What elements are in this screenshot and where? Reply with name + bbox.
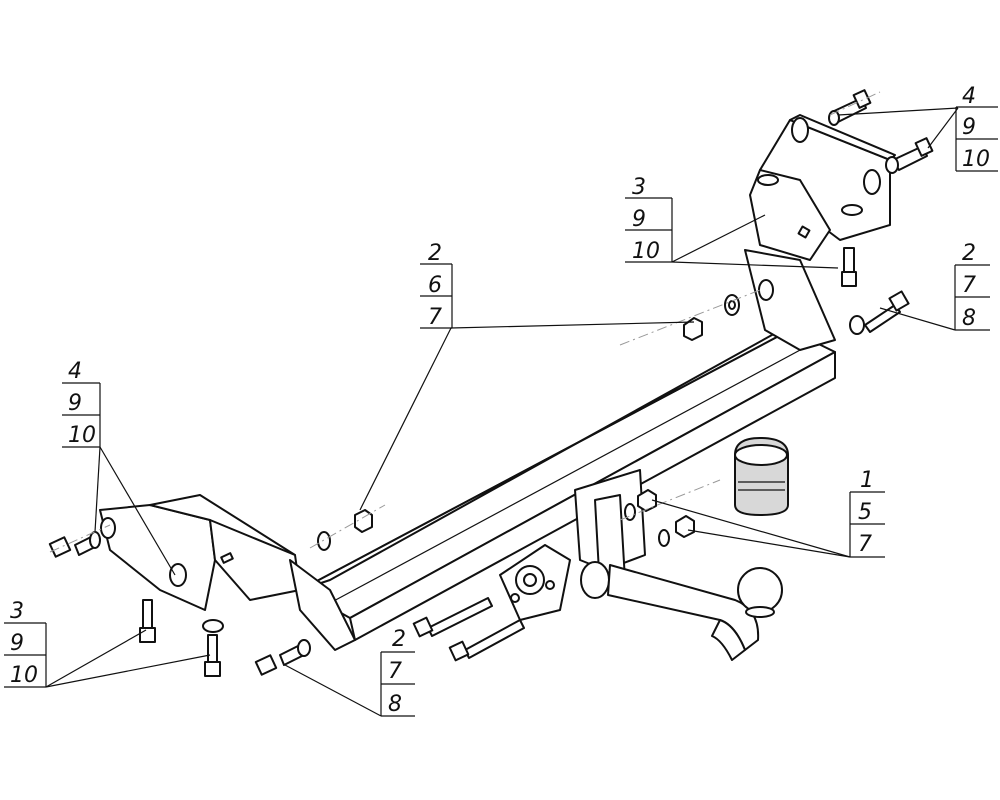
bolt-left-vertical-2	[202, 619, 224, 677]
callout-number: 7	[858, 532, 872, 557]
callout-number: 9	[632, 207, 646, 232]
callout-number: 8	[962, 306, 976, 331]
callout-number: 3	[632, 175, 646, 200]
bolt-left-upper	[48, 531, 101, 558]
callout-number: 6	[428, 273, 442, 298]
nut-washer-left	[317, 509, 373, 551]
callout-upper-mid: 3 9 10	[625, 175, 673, 264]
callout-number: 7	[388, 659, 402, 684]
axis-line	[309, 504, 386, 549]
callout-number: 4	[68, 359, 82, 384]
axis-line	[49, 524, 111, 553]
callout-number: 5	[858, 500, 872, 525]
callout-number: 7	[962, 273, 976, 298]
axis-line	[619, 289, 761, 346]
bolt-right-mid	[849, 290, 910, 335]
callout-number: 2	[428, 241, 442, 266]
right-mounting-bracket	[744, 114, 896, 351]
nut-washer-right	[683, 294, 740, 341]
callout-number: 10	[68, 423, 96, 448]
callout-ball-right: 1 5 7	[849, 468, 885, 558]
callout-left-upper: 4 9 10	[62, 359, 101, 448]
bolt-left-lower	[254, 639, 311, 676]
callout-number: 7	[428, 305, 442, 330]
callout-number: 9	[68, 391, 82, 416]
callout-number: 8	[388, 692, 402, 717]
bolt-top-right-2	[885, 137, 934, 174]
callout-center: 2 6 7	[420, 241, 453, 330]
callout-number: 2	[962, 241, 976, 266]
callout-number: 2	[392, 627, 406, 652]
callout-number: 4	[962, 84, 976, 109]
callout-number: 10	[962, 147, 990, 172]
bolt-center-1	[412, 597, 493, 638]
callout-left-lower: 3 9 10	[4, 599, 47, 688]
left-mounting-bracket	[99, 494, 356, 651]
axis-line	[829, 91, 881, 116]
callout-number: 9	[10, 631, 24, 656]
axis-line	[619, 479, 721, 521]
callout-number: 3	[10, 599, 24, 624]
tow-ball-arm	[607, 564, 760, 661]
bolt-left-vertical-1	[139, 599, 156, 643]
nuts-center-right	[624, 489, 695, 547]
bolt-center-2	[448, 619, 525, 662]
callout-right-mid: 2 7 8	[954, 241, 990, 331]
callout-number: 1	[860, 468, 874, 493]
callout-top-right: 4 9 10	[955, 84, 998, 172]
callout-bottom-mid: 2 7 8	[380, 627, 415, 717]
bolt-vertical-right	[841, 247, 857, 287]
callout-number: 10	[632, 239, 660, 264]
bolt-top-right-1	[828, 89, 872, 126]
callout-number: 9	[962, 115, 976, 140]
leader-lines	[45, 107, 959, 717]
tow-ball	[737, 567, 783, 618]
ball-cover	[734, 437, 789, 516]
callout-number: 10	[10, 663, 38, 688]
